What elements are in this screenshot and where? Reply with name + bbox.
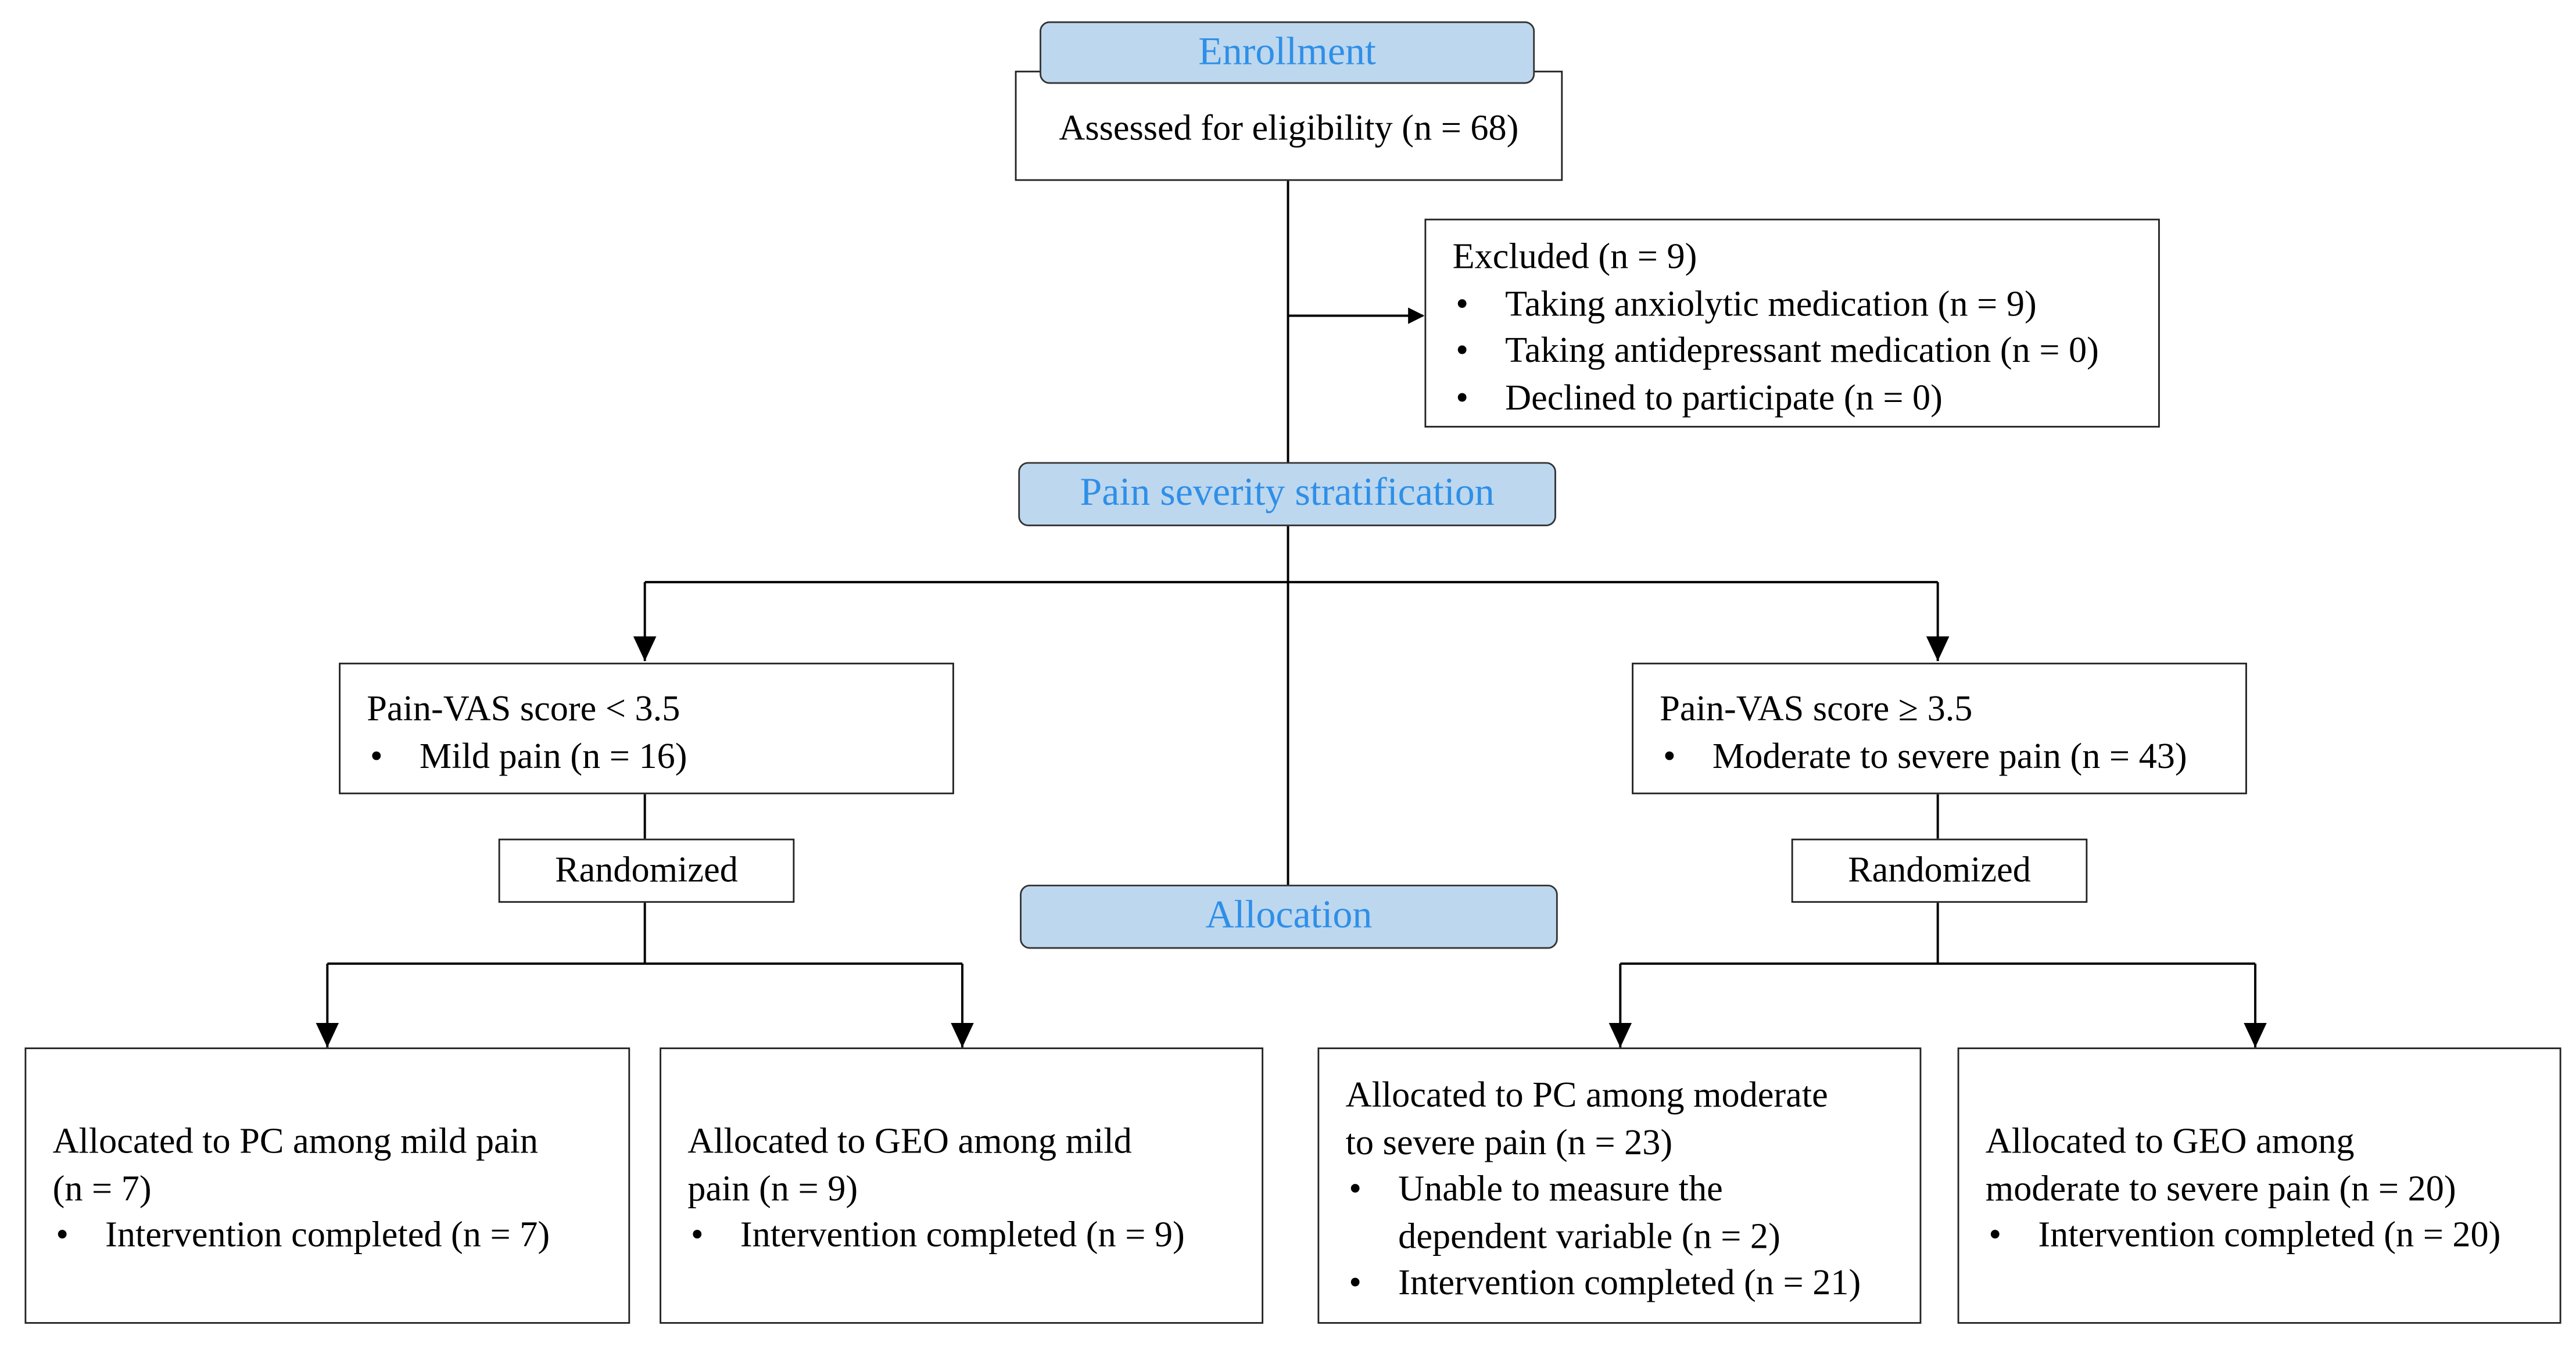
excluded-item-declined: Declined to participate (n = 0)	[1453, 374, 2158, 421]
assessed-text: Assessed for eligibility (n = 68)	[1059, 106, 1519, 148]
enrollment-phase-label: Enrollment	[1040, 21, 1535, 84]
geo-mild-title-1: Allocated to GEO among mild	[687, 1119, 1132, 1161]
stratification-phase-label: Pain severity stratification	[1018, 462, 1556, 526]
severe-pain-box: Pain-VAS score ≥ 3.5 Moderate to severe …	[1632, 662, 2247, 795]
allocation-label-text: Allocation	[1205, 894, 1373, 938]
pc-mild-box: Allocated to PC among mild pain (n = 7) …	[24, 1047, 630, 1324]
pc-severe-box: Allocated to PC among moderate to severe…	[1317, 1047, 1922, 1324]
pc-severe-item-unable-2: dependent variable (n = 2)	[1398, 1214, 1780, 1256]
excluded-item-antidepressant: Taking antidepressant medication (n = 0)	[1453, 327, 2158, 374]
mild-title: Pain-VAS score < 3.5	[367, 687, 680, 729]
mild-pain-box: Pain-VAS score < 3.5 Mild pain (n = 16)	[339, 662, 954, 795]
pc-severe-item-unable: Unable to measure the dependent variable…	[1346, 1166, 1920, 1259]
excluded-box: Excluded (n = 9) Taking anxiolytic medic…	[1424, 218, 2160, 428]
pc-severe-title-1: Allocated to PC among moderate	[1345, 1073, 1828, 1115]
severe-title: Pain-VAS score ≥ 3.5	[1660, 687, 1973, 729]
pc-severe-item-completed: Intervention completed (n = 21)	[1346, 1259, 1920, 1306]
randomized-left-box: Randomized	[498, 838, 795, 903]
pc-mild-title-1: Allocated to PC among mild pain	[52, 1119, 539, 1161]
pc-severe-title-2: to severe pain (n = 23)	[1345, 1121, 1673, 1162]
assessed-box: Assessed for eligibility (n = 68)	[1015, 70, 1563, 181]
pc-mild-item: Intervention completed (n = 7)	[53, 1212, 629, 1259]
excluded-item-anxiolytic: Taking anxiolytic medication (n = 9)	[1453, 281, 2158, 328]
geo-severe-title-2: moderate to severe pain (n = 20)	[1985, 1166, 2456, 1208]
randomized-left-text: Randomized	[555, 849, 738, 891]
excluded-title: Excluded (n = 9)	[1452, 235, 1697, 277]
geo-mild-item: Intervention completed (n = 9)	[687, 1212, 1262, 1259]
allocation-phase-label: Allocation	[1020, 884, 1558, 949]
geo-mild-title-2: pain (n = 9)	[687, 1166, 858, 1208]
randomized-right-box: Randomized	[1791, 838, 2088, 903]
stratification-label-text: Pain severity stratification	[1080, 472, 1495, 515]
severe-item: Moderate to severe pain (n = 43)	[1660, 733, 2245, 780]
randomized-right-text: Randomized	[1848, 849, 2031, 891]
pc-mild-title-2: (n = 7)	[52, 1166, 152, 1208]
geo-severe-title-1: Allocated to GEO among	[1985, 1119, 2355, 1161]
pc-severe-item-unable-1: Unable to measure the	[1398, 1167, 1723, 1209]
geo-severe-item: Intervention completed (n = 20)	[1986, 1212, 2560, 1259]
enrollment-label-text: Enrollment	[1198, 30, 1376, 73]
mild-item: Mild pain (n = 16)	[367, 733, 952, 780]
geo-severe-box: Allocated to GEO among moderate to sever…	[1957, 1047, 2561, 1324]
geo-mild-box: Allocated to GEO among mild pain (n = 9)…	[660, 1047, 1264, 1324]
